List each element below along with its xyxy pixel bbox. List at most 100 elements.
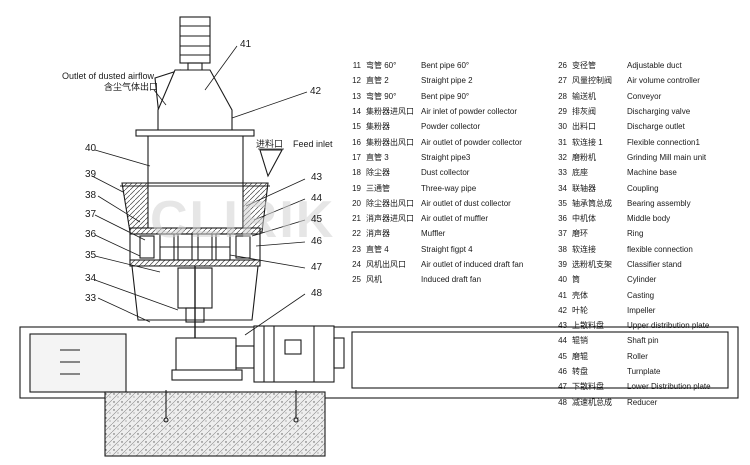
legend-zh: 除尘器 [366,168,390,178]
legend-num: 20 [352,198,361,208]
legend-num: 12 [352,76,361,86]
legend-num: 32 [558,152,567,162]
legend-zh: 底座 [572,168,588,178]
legend-num: 47 [558,382,567,392]
feed-inlet-label-en: Feed inlet [293,139,333,149]
legend-row: 25 风机 Induced draft fan [343,272,543,287]
legend-zh: 输送机 [572,91,596,101]
top-motor [179,16,211,64]
legend-num: 46 [558,367,567,377]
legend-en: Bent pipe 60° [421,61,470,71]
callout-45: 45 [311,214,323,225]
callout-42: 42 [310,86,322,97]
foundation-block [104,391,326,457]
legend-zh: 转盘 [572,367,588,377]
legend-num: 28 [558,91,567,101]
legend-num: 37 [558,229,567,239]
legend-zh: 联轴器 [572,183,596,193]
legend-en: Three-way pipe [421,183,477,193]
legend-en: Machine base [627,168,677,178]
legend-zh: 集粉器进风口 [366,107,414,117]
legend-num: 33 [558,168,567,178]
legend-zh: 弯管 90° [366,91,397,101]
legend-num: 35 [558,198,567,208]
legend-en: Shaft pin [627,336,659,346]
legend-num: 16 [352,137,361,147]
legend-num: 48 [558,397,567,407]
legend-zh: 出料口 [572,122,596,132]
legend-num: 14 [352,107,361,117]
legend-zh: 软连接 1 [572,137,603,147]
callout-46: 46 [311,236,323,247]
legend-num: 44 [558,336,567,346]
legend-zh: 直管 2 [366,76,389,86]
legend-zh: 壳体 [572,290,588,300]
legend-en: Adjustable duct [627,61,682,71]
legend-num: 11 [352,61,361,71]
legend-en: Flexible connection1 [627,137,700,147]
legend-zh: 风机 [366,275,382,285]
callout-34: 34 [85,273,97,284]
legend-en: Middle body [627,214,671,224]
callout-39: 39 [85,169,97,180]
legend-en: flexible connection [627,244,693,254]
legend-num: 19 [352,183,361,193]
legend-zh: 选粉机支架 [572,260,612,269]
legend-num: 34 [558,183,567,193]
legend-en: Conveyor [627,91,662,101]
legend-zh: 弯管 60° [366,61,397,71]
legend-en: Casting [627,290,655,300]
legend-en: Straight figpt 4 [421,244,473,254]
legend-num: 45 [558,351,567,361]
callout-44: 44 [311,193,323,204]
legend-en: Induced draft fan [421,275,482,285]
legend-en: Air inlet of powder collector [421,107,518,117]
legend-en: Classifier stand [627,260,682,269]
legend-en: Air volume controller [627,76,700,86]
legend-en: Straight pipe3 [421,152,471,162]
legend-num: 17 [352,152,361,162]
legend-zh: 集粉器出风口 [366,137,414,147]
callout-35: 35 [85,250,97,261]
legend-num: 18 [352,168,361,178]
classifier-cylinder [147,134,244,184]
legend-num: 43 [558,321,567,331]
legend-en: Lower Distribution plate [627,382,711,392]
legend-en: Cylinder [627,275,657,285]
legend-num: 30 [558,122,567,132]
legend-zh: 变径管 [572,61,596,71]
legend-zh: 风量控制阀 [572,76,612,86]
callout-38: 38 [85,190,97,201]
legend-en: Roller [627,351,648,361]
legend-en: Powder collector [421,122,481,132]
base-left-panel [29,333,127,393]
legend-num: 41 [558,290,567,300]
legend-en: Reducer [627,397,658,407]
legend-en: Upper distribution plate [627,321,710,331]
callout-40: 40 [85,143,97,154]
legend-row: 33 底座 Machine base [549,165,749,180]
legend-num: 25 [352,275,361,285]
outlet-airflow-label-en: Outlet of dusted airflow [62,71,155,81]
legend-zh: 软连接 [572,244,596,254]
legend-zh: 减速机总成 [572,397,612,407]
legend-zh: 消声器 [366,229,390,239]
legend-zh: 直管 3 [366,152,389,162]
legend-row: 11 弯管 60° Bent pipe 60° [343,58,543,73]
